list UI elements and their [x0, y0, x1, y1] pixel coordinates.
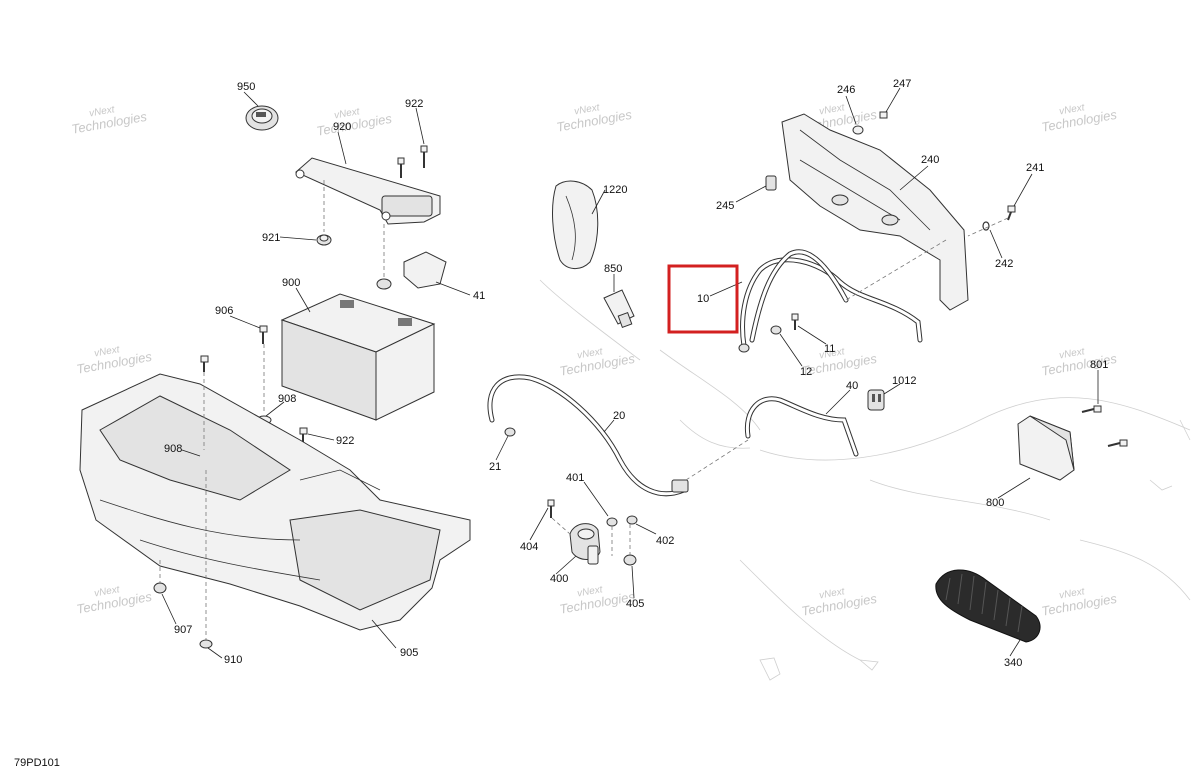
callout-11: 11: [824, 343, 835, 355]
watermark-text: vNext: [333, 106, 361, 121]
callout-907: 907: [174, 624, 192, 636]
part-800-control-module: [1017, 415, 1075, 481]
part-801-bolt: [1081, 405, 1102, 413]
part-401-nut: [606, 517, 618, 527]
part-21-bolt: [504, 427, 516, 437]
part-41-terminal-cover: [376, 251, 447, 290]
callout-340: 340: [1004, 657, 1022, 669]
part-245-clip: [765, 175, 777, 191]
part-1012-fuse: [867, 389, 885, 411]
callout-908: 908: [278, 393, 296, 405]
part-10-battery-cable: [738, 249, 923, 353]
watermark-text: vNext: [576, 346, 604, 361]
part-340-air-duct: [935, 569, 1041, 643]
highlight-box-callout-10: [667, 264, 739, 334]
callout-900: 900: [282, 277, 300, 289]
watermark-text: vNext: [93, 344, 121, 359]
part-240-support-bracket: [781, 113, 969, 311]
callout-245: 245: [716, 200, 734, 212]
part-405-nut: [623, 554, 637, 566]
callout-801: 801: [1090, 359, 1108, 371]
part-920-battery-bracket: [295, 157, 441, 225]
callout-800: 800: [986, 497, 1004, 509]
callout-21: 21: [489, 461, 501, 473]
callout-12: 12: [800, 366, 812, 378]
callout-240: 240: [921, 154, 939, 166]
part-bolt-small: [1107, 439, 1128, 447]
callout-404: 404: [520, 541, 538, 553]
callout-405: 405: [626, 598, 644, 610]
callout-400: 400: [550, 573, 568, 585]
callout-1012: 1012: [892, 375, 916, 387]
part-910-nut: [199, 639, 213, 649]
part-950-ignition-switch: [245, 105, 279, 131]
watermark-text: vNext: [818, 346, 846, 361]
part-246-washer: [852, 125, 864, 135]
callout-921: 921: [262, 232, 280, 244]
watermark-text: vNext: [88, 104, 116, 119]
callout-246: 246: [837, 84, 855, 96]
part-907-fastener: [153, 582, 167, 594]
watermark-text: vNext: [573, 102, 601, 117]
part-12-nut: [770, 325, 782, 335]
part-402-nut: [626, 515, 638, 525]
part-906-bolt: [259, 325, 268, 344]
part-bolt-small: [200, 355, 209, 372]
callout-242: 242: [995, 258, 1013, 270]
callout-41: 41: [473, 290, 485, 302]
leader-lines: [161, 87, 1099, 659]
callout-labels: 950 920 922 921 41 900 906 908 922 908 9…: [164, 78, 1108, 669]
watermark-text: vNext: [818, 102, 846, 117]
callout-247: 247: [893, 78, 911, 90]
background-ghost-lines: [539, 279, 1191, 681]
callout-910: 910: [224, 654, 242, 666]
callout-922: 922: [405, 98, 423, 110]
part-905-battery-tray: [79, 373, 471, 631]
part-40-cable: [744, 396, 859, 457]
callout-241: 241: [1026, 162, 1044, 174]
part-922-bolt: [420, 145, 428, 168]
part-900-battery: [280, 293, 436, 421]
callout-401: 401: [566, 472, 584, 484]
callout-20: 20: [613, 410, 625, 422]
callout-1220: 1220: [603, 184, 627, 196]
alignment-lines: [159, 180, 1009, 640]
part-247-bolt: [879, 111, 888, 119]
callout-908: 908: [164, 443, 182, 455]
callout-906: 906: [215, 305, 233, 317]
callout-922: 922: [336, 435, 354, 447]
part-850-connector: [603, 289, 635, 328]
watermark-text: vNext: [1058, 102, 1086, 117]
part-bolt-small: [397, 157, 405, 178]
callout-40: 40: [846, 380, 858, 392]
diagram-reference-code: 79PD101: [14, 757, 60, 769]
part-404-bolt: [547, 499, 555, 518]
part-241-bolt: [1007, 205, 1016, 221]
callout-950: 950: [237, 81, 255, 93]
watermark-text: vNext: [576, 584, 604, 599]
watermark-text: vNext: [818, 586, 846, 601]
callout-905: 905: [400, 647, 418, 659]
callout-10: 10: [697, 293, 709, 305]
watermark-text: vNext: [1058, 346, 1086, 361]
watermark-text: vNext: [1058, 586, 1086, 601]
part-1220-cover: [552, 180, 599, 269]
part-20-ground-cable: [487, 374, 689, 497]
watermark-text: vNext: [93, 584, 121, 599]
part-11-bolt: [791, 313, 799, 330]
callout-850: 850: [604, 263, 622, 275]
part-921-nut: [316, 234, 332, 246]
part-242-oring: [982, 221, 990, 231]
callout-402: 402: [656, 535, 674, 547]
part-400-solenoid: [569, 523, 601, 565]
callout-920: 920: [333, 121, 351, 133]
